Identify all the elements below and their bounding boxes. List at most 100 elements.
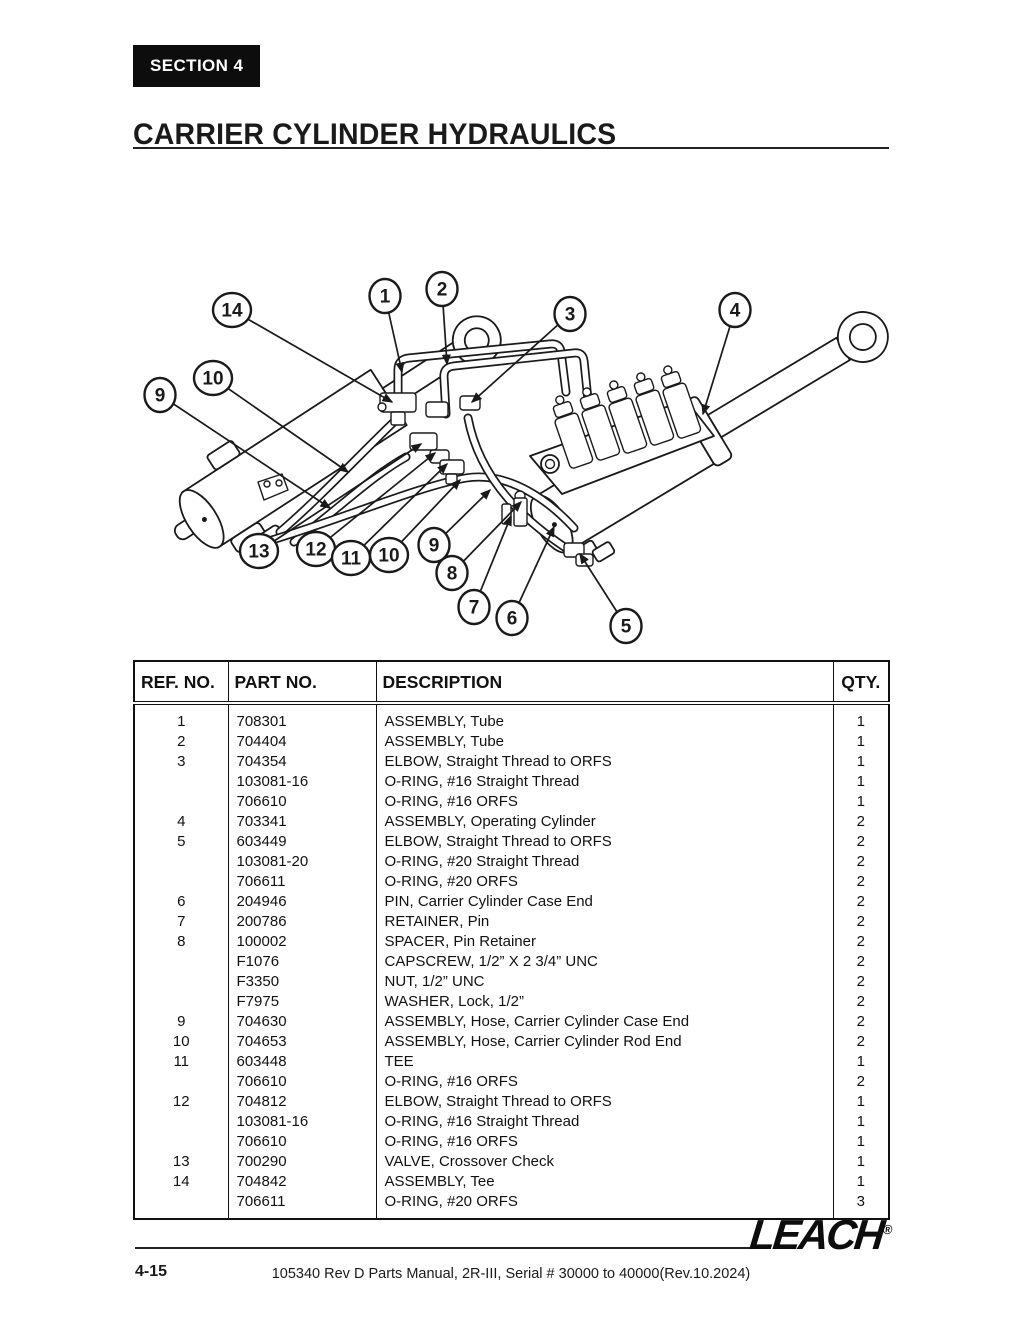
ref-cell: 2 bbox=[177, 733, 186, 750]
part-cell: 200786 bbox=[227, 911, 376, 932]
part-cell: 706611 bbox=[227, 1191, 376, 1219]
page-title: CARRIER CYLINDER HYDRAULICS bbox=[133, 118, 617, 152]
logo-text: LEACH bbox=[747, 1211, 885, 1258]
callout-bubble bbox=[495, 599, 529, 637]
qty-cell: 2 bbox=[832, 1031, 889, 1052]
qty-cell: 2 bbox=[832, 911, 889, 932]
callout-bubble bbox=[609, 607, 643, 645]
ref-cell bbox=[134, 872, 228, 892]
callout-bubble bbox=[368, 536, 410, 574]
title-rule bbox=[133, 147, 889, 149]
qty-cell: 1 bbox=[832, 771, 889, 792]
column-header-description: DESCRIPTION bbox=[375, 661, 833, 705]
ref-cell: 3 bbox=[177, 753, 186, 770]
page-number: 4-15 bbox=[135, 1263, 168, 1280]
desc-cell: ASSEMBLY, Hose, Carrier Cylinder Case En… bbox=[375, 1011, 833, 1032]
part-cell: 704630 bbox=[227, 1011, 376, 1032]
desc-cell: O-RING, #20 ORFS bbox=[375, 1191, 833, 1219]
qty-cell: 2 bbox=[832, 931, 889, 952]
leach-logo: LEACH® bbox=[747, 1211, 894, 1259]
desc-cell: ASSEMBLY, Tube bbox=[375, 703, 833, 732]
manual-info-text: 105340 Rev D Parts Manual, 2R-III, Seria… bbox=[271, 1266, 751, 1282]
part-cell: F1076 bbox=[227, 951, 376, 972]
callout-number: 2 bbox=[437, 280, 448, 301]
qty-cell: 2 bbox=[832, 871, 889, 892]
part-cell: 103081-16 bbox=[227, 1111, 376, 1132]
ref-cell: 1 bbox=[177, 713, 186, 730]
part-cell: 704812 bbox=[227, 1091, 376, 1112]
qty-cell: 2 bbox=[832, 971, 889, 992]
callout-number: 11 bbox=[341, 549, 362, 570]
ref-cell bbox=[134, 1112, 228, 1132]
desc-cell: ELBOW, Straight Thread to ORFS bbox=[375, 831, 833, 852]
callout-number: 3 bbox=[565, 305, 576, 326]
qty-cell: 1 bbox=[832, 703, 889, 732]
callout-number: 13 bbox=[248, 542, 269, 563]
callout-6-14: 6 bbox=[495, 525, 555, 637]
callout-number: 6 bbox=[507, 609, 518, 630]
ref-cell bbox=[134, 1192, 228, 1220]
desc-cell: O-RING, #20 Straight Thread bbox=[375, 851, 833, 872]
left-cylinder-bracket-drawing bbox=[257, 473, 289, 501]
callout-3-2: 3 bbox=[470, 295, 587, 404]
part-cell: F3350 bbox=[227, 971, 376, 992]
callout-number: 14 bbox=[221, 301, 243, 322]
part-cell: 704842 bbox=[227, 1171, 376, 1192]
callout-1-0: 1 bbox=[368, 277, 405, 374]
callout-10-10: 10 bbox=[368, 478, 462, 574]
desc-cell: O-RING, #16 ORFS bbox=[375, 791, 833, 812]
part-cell: 704653 bbox=[227, 1031, 376, 1052]
qty-cell: 1 bbox=[832, 1111, 889, 1132]
callout-bubble bbox=[718, 291, 752, 329]
qty-cell: 1 bbox=[832, 1051, 889, 1072]
desc-cell: VALVE, Crossover Check bbox=[375, 1151, 833, 1172]
qty-cell: 2 bbox=[832, 991, 889, 1012]
callout-number: 12 bbox=[305, 540, 326, 561]
tube-fill bbox=[269, 474, 577, 543]
desc-cell: ELBOW, Straight Thread to ORFS bbox=[375, 1091, 833, 1112]
desc-cell: CAPSCREW, 1/2” X 2 3/4” UNC bbox=[375, 951, 833, 972]
footer-rule bbox=[135, 1247, 757, 1249]
ref-cell bbox=[134, 952, 228, 972]
part-cell: 603448 bbox=[227, 1051, 376, 1072]
ref-cell: 9 bbox=[177, 1013, 186, 1030]
callout-2-1: 2 bbox=[425, 270, 459, 366]
callout-leader-line bbox=[159, 394, 332, 509]
callout-10-5: 10 bbox=[192, 359, 350, 473]
callout-number: 4 bbox=[730, 301, 741, 322]
part-cell: 100002 bbox=[227, 931, 376, 952]
ref-cell bbox=[134, 972, 228, 992]
part-cell: 706610 bbox=[227, 791, 376, 812]
registered-mark: ® bbox=[881, 1222, 894, 1237]
callout-11-9: 11 bbox=[330, 462, 449, 577]
part-cell: 700290 bbox=[227, 1151, 376, 1172]
desc-cell: ELBOW, Straight Thread to ORFS bbox=[375, 751, 833, 772]
ref-cell: 7 bbox=[177, 913, 186, 930]
callout-leader-line bbox=[350, 462, 449, 559]
desc-cell: PIN, Carrier Cylinder Case End bbox=[375, 891, 833, 912]
callout-bubble bbox=[143, 376, 177, 414]
callout-number: 9 bbox=[155, 386, 166, 407]
ref-cell bbox=[134, 772, 228, 792]
qty-cell: 2 bbox=[832, 1071, 889, 1092]
qty-cell: 1 bbox=[832, 731, 889, 752]
